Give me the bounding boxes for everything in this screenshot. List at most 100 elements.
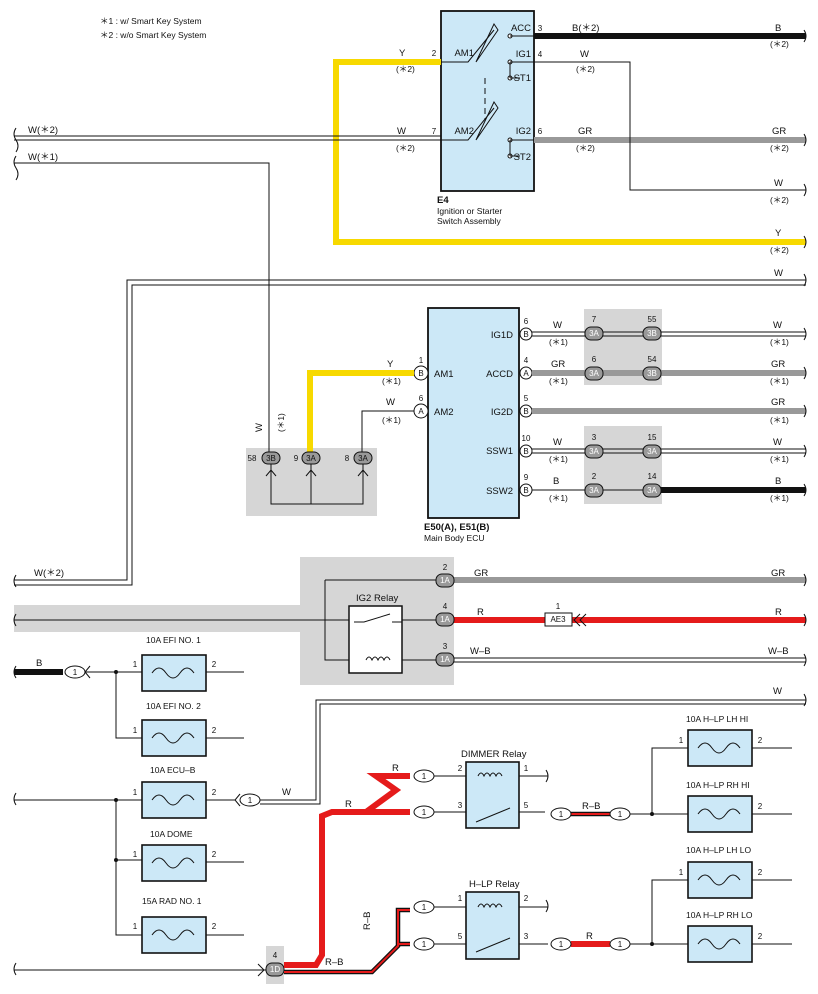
label-w-am2: W xyxy=(397,126,406,137)
fuse-dome-pin2: 2 xyxy=(212,850,217,859)
ecu-pin-1: 1 xyxy=(419,356,424,365)
hlp-conn-1a: 1 xyxy=(422,903,427,912)
label-star1-accd: (＊1) xyxy=(549,376,568,386)
label-r-relay-right: R xyxy=(775,607,782,618)
fuse-rh-hi-label: 10A H–LP RH HI xyxy=(686,780,750,790)
conn-1a-top xyxy=(435,573,455,588)
wire-w-star1-b xyxy=(14,167,265,456)
e4-pin-3: 3 xyxy=(538,24,543,33)
ecu-pin-ssw2: 9 xyxy=(524,473,529,482)
legend-note-1: ＊1 : w/ Smart Key System xyxy=(100,16,202,26)
conn-1-dimmer-in-label: 1 xyxy=(618,810,623,819)
ecu-conn-ig2d: B xyxy=(523,407,528,416)
label-star1-ssw2-right: (＊1) xyxy=(770,493,789,503)
conn-1a-mid xyxy=(435,612,455,627)
pin-1a-3: 3 xyxy=(443,642,448,651)
conn-1-dimmer-out-label: 1 xyxy=(559,810,564,819)
ecu-conn-ig1d: B xyxy=(523,330,528,339)
label-star1-ssw1-right: (＊1) xyxy=(770,454,789,464)
ecub-feed xyxy=(14,799,142,936)
hlp-pin3: 3 xyxy=(524,932,529,941)
label-star2-am2: (＊2) xyxy=(396,143,415,153)
fuse-rh-hi: 10A H–LP RH HI 2 xyxy=(686,780,792,833)
ecu-term-ssw1: SSW1 xyxy=(486,446,513,457)
fuse-efi1-pin1: 1 xyxy=(133,660,138,669)
label-w-star2-bottom: W(＊2) xyxy=(34,568,64,579)
fuse-rad1-pin2: 2 xyxy=(212,922,217,931)
fuse-rh-lo-pin2: 2 xyxy=(758,932,763,941)
fuse-lh-hi-label: 10A H–LP LH HI xyxy=(686,714,748,724)
label-gr-relay-right: GR xyxy=(771,568,785,579)
label-star2-ig2: (＊2) xyxy=(576,143,595,153)
hlp-feed-arrow xyxy=(257,963,265,977)
label-r-hlp-out: R xyxy=(586,931,593,942)
label-gr-accd: GR xyxy=(551,359,565,370)
conn-3a-left-1: 3A xyxy=(306,454,316,463)
ecu-term-ssw2: SSW2 xyxy=(486,486,513,497)
dimmer-conn-1a: 1 xyxy=(422,772,427,781)
e4-name-line2: Switch Assembly xyxy=(437,216,502,226)
ig2-relay-switch xyxy=(354,613,402,623)
fuse-rh-hi-pin2: 2 xyxy=(758,802,763,811)
label-star2-ig1: (＊2) xyxy=(576,64,595,74)
label-star1-ecu-am1: (＊1) xyxy=(382,376,401,386)
ecu-pin-6: 6 xyxy=(419,394,424,403)
label-star1-ecu-am2: (＊1) xyxy=(382,415,401,425)
label-b-star2: B(＊2) xyxy=(572,23,599,34)
conn-1d-label: 1D xyxy=(270,965,280,974)
label-w-ig1d: W xyxy=(553,320,562,331)
label-gr-ig2d-right: GR xyxy=(771,397,785,408)
pin-7-ig1d: 7 xyxy=(592,315,597,324)
e4-pin-6: 6 xyxy=(538,127,543,136)
e4-switch-blade-1 xyxy=(475,22,499,63)
wire-y-ecu-am1 xyxy=(307,370,414,453)
fuse-rh-lo-label: 10A H–LP RH LO xyxy=(686,910,753,920)
e4-name-line1: Ignition or Starter xyxy=(437,206,502,216)
efi-feed xyxy=(85,671,142,739)
ecu-code: E50(A), E51(B) xyxy=(424,522,489,533)
wire-w-ecub xyxy=(260,699,806,805)
fuse-lh-lo-label: 10A H–LP LH LO xyxy=(686,845,751,855)
hlp-pin1: 1 xyxy=(458,894,463,903)
conn-1-hlp-out-label: 1 xyxy=(559,940,564,949)
main-body-ecu-box xyxy=(427,307,520,519)
ecu-name: Main Body ECU xyxy=(424,533,484,543)
e4-term-ig2: IG2 xyxy=(516,126,531,137)
e4-pin-7: 7 xyxy=(432,127,437,136)
pin-9: 9 xyxy=(294,454,299,463)
label-star1-ssw1: (＊1) xyxy=(549,454,568,464)
wire-w-star1 xyxy=(14,162,270,456)
jc-3a-ssw1: 3A xyxy=(589,447,599,456)
label-w-ecu-am2: W xyxy=(386,397,395,408)
e4-term-am2: AM2 xyxy=(454,126,474,137)
label-star1-ig1d: (＊1) xyxy=(549,337,568,347)
ecu-conn-accd: A xyxy=(523,369,529,378)
label-r-relay: R xyxy=(477,607,484,618)
fuse-lh-hi-pin2: 2 xyxy=(758,736,763,745)
fuse-dome: 10A DOME 1 2 xyxy=(133,829,244,882)
conn-3b-left: 3B xyxy=(266,454,276,463)
label-w-ig1: W xyxy=(580,49,589,60)
conn-1a-bot-label: 1A xyxy=(440,655,450,664)
ae3-arrows xyxy=(573,613,587,627)
pin-ae3-1: 1 xyxy=(556,602,561,611)
conn-1-ecub-label: 1 xyxy=(248,796,253,805)
label-r-hlp-top: R xyxy=(392,763,399,774)
label-r-hlp: R xyxy=(345,799,352,810)
fuse-efi2-label: 10A EFI NO. 2 xyxy=(146,701,201,711)
jc-3a-ssw1-b: 3A xyxy=(647,447,657,456)
conn-1a-bot xyxy=(435,652,455,667)
label-rb-hlp: R–B xyxy=(325,957,343,968)
junction-arrows-left xyxy=(265,469,369,477)
fuse-lh-lo-pin1: 1 xyxy=(679,868,684,877)
label-w-star1: W(＊1) xyxy=(28,152,58,163)
hi-junction-dot xyxy=(650,812,654,816)
jc-3a-ig1d: 3A xyxy=(589,329,599,338)
e4-pin-2: 2 xyxy=(432,49,437,58)
pin-1a-4: 4 xyxy=(443,602,448,611)
label-w-star2-top: W(＊2) xyxy=(28,125,58,136)
ae3-label: AE3 xyxy=(550,615,566,624)
label-star1-accd-right: (＊1) xyxy=(770,376,789,386)
